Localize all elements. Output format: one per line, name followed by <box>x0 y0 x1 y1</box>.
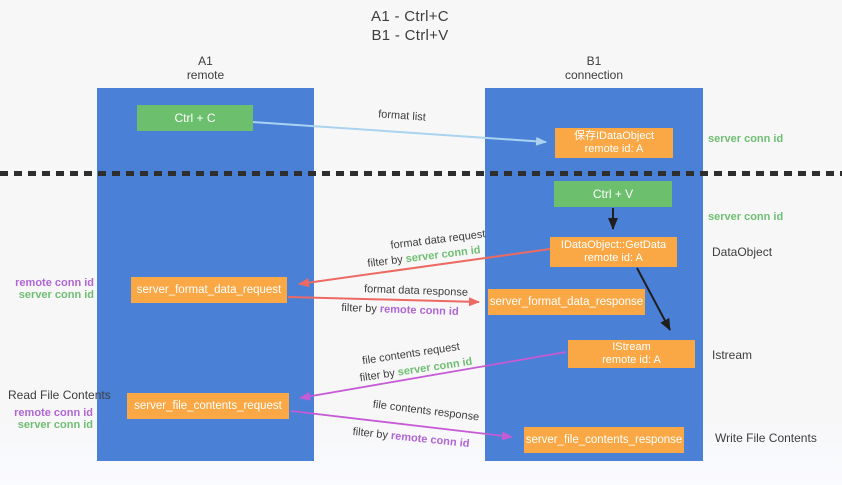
node-ctrl-c-label: Ctrl + C <box>174 111 216 125</box>
label-dataobject: DataObject <box>712 245 773 259</box>
label-server-conn-id-top: server conn id <box>708 133 784 145</box>
lifeline-a1-role: remote <box>186 68 225 82</box>
node-istream-line2: remote id: A <box>602 354 661 366</box>
node-format-response-label: server_format_data_response <box>489 296 644 308</box>
diagram-title: A1 - Ctrl+C B1 - Ctrl+V <box>0 7 820 45</box>
node-ctrl-v-label: Ctrl + V <box>592 187 634 201</box>
node-save-dataobject: 保存IDataObject remote id: A <box>555 128 673 158</box>
label-server-conn-id-mid: server conn id <box>708 211 784 223</box>
label-server-conn-id-left-1: server conn id <box>18 289 94 301</box>
node-ctrl-v: Ctrl + V <box>554 181 672 207</box>
node-server-file-contents-request: server_file_contents_request <box>127 393 289 419</box>
node-server-format-data-response: server_format_data_response <box>488 289 645 315</box>
node-server-format-data-request: server_format_data_request <box>131 277 287 303</box>
filter-by-text: filter by <box>352 425 392 442</box>
label-filter-by-server-conn-id-1: filter by server conn id <box>367 244 481 270</box>
title-line-2: B1 - Ctrl+V <box>371 27 449 44</box>
label-write-file-contents: Write File Contents <box>715 431 817 445</box>
node-ctrl-c: Ctrl + C <box>137 105 253 131</box>
label-filter-by-remote-conn-id-2: filter by remote conn id <box>352 426 470 450</box>
node-idataobject-getdata: IDataObject::GetData remote id: A <box>550 237 677 267</box>
label-conn-ids-format: remote conn id server conn id <box>0 277 94 301</box>
node-file-response-label: server_file_contents_response <box>525 434 683 446</box>
lifeline-header-a1: A1 remote <box>97 54 314 82</box>
lifeline-b1-role: connection <box>564 68 624 82</box>
remote-conn-id-text: remote conn id <box>379 303 459 319</box>
node-istream-line1: IStream <box>612 341 651 353</box>
lifeline-a1-name: A1 <box>198 54 213 68</box>
node-getdata-line2: remote id: A <box>584 252 643 264</box>
lifeline-b1-name: B1 <box>586 54 602 68</box>
remote-conn-id-text: remote conn id <box>390 429 470 451</box>
lifeline-header-b1: B1 connection <box>485 54 703 82</box>
label-read-file-contents: Read File Contents <box>8 388 111 402</box>
node-save-dataobject-line1: 保存IDataObject <box>573 130 655 142</box>
label-remote-conn-id-left-2: remote conn id <box>14 407 93 419</box>
label-conn-ids-file: remote conn id server conn id <box>0 407 93 431</box>
label-filter-by-remote-conn-id-1: filter by remote conn id <box>341 302 459 318</box>
node-save-dataobject-line2: remote id: A <box>584 143 644 155</box>
label-file-contents-response: file contents response <box>372 398 480 424</box>
title-line-1: A1 - Ctrl+C <box>371 8 449 25</box>
node-istream: IStream remote id: A <box>568 340 695 368</box>
filter-by-text: filter by <box>366 253 407 270</box>
machine-boundary-dashed-line <box>0 171 842 176</box>
label-format-list: format list <box>377 108 427 124</box>
label-format-data-response: format data response <box>363 283 469 299</box>
node-server-file-contents-response: server_file_contents_response <box>524 427 684 453</box>
node-format-request-label: server_format_data_request <box>136 284 282 296</box>
label-server-conn-id-left-2: server conn id <box>17 419 93 431</box>
node-file-request-label: server_file_contents_request <box>134 400 282 412</box>
label-remote-conn-id-left-1: remote conn id <box>15 277 94 289</box>
filter-by-text: filter by <box>358 366 399 385</box>
label-istream: Istream <box>712 348 753 362</box>
filter-by-text: filter by <box>341 301 381 316</box>
node-getdata-line1: IDataObject::GetData <box>560 239 667 251</box>
